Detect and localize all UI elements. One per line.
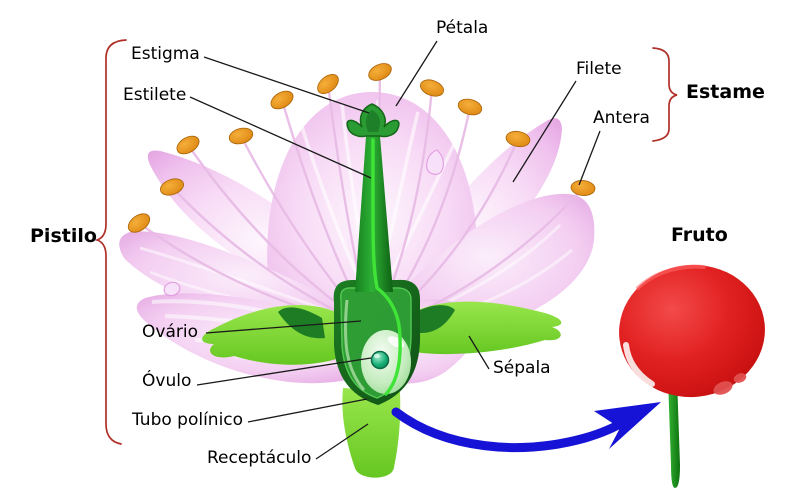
ovulo-line bbox=[196, 357, 372, 386]
sepal-back-left bbox=[278, 307, 325, 339]
anthers bbox=[127, 63, 596, 233]
fruit-top-sheen bbox=[636, 264, 706, 290]
label-antera: Antera bbox=[593, 108, 650, 128]
sepals-receptacle bbox=[202, 301, 562, 478]
fruit-spot-1 bbox=[713, 381, 733, 395]
fruit-stem bbox=[668, 378, 680, 488]
sepal-back-right bbox=[412, 305, 455, 334]
label-estilete: Estilete bbox=[123, 85, 187, 105]
dew-drop-right bbox=[426, 149, 444, 175]
label-receptaculo: Receptáculo bbox=[207, 448, 312, 468]
label-estame: Estame bbox=[686, 81, 765, 103]
estigma-line bbox=[203, 56, 370, 114]
ovule bbox=[370, 350, 390, 370]
arrow-head bbox=[594, 402, 661, 449]
label-sepala: Sépala bbox=[493, 358, 551, 378]
label-fruto: Fruto bbox=[671, 224, 728, 246]
arrow-shaft bbox=[391, 407, 630, 452]
stigma-shading bbox=[365, 110, 380, 132]
label-ovario: Ovário bbox=[142, 322, 198, 342]
label-ovulo: Óvulo bbox=[142, 371, 192, 391]
pistilo-brace bbox=[94, 39, 127, 445]
sepala-line bbox=[468, 335, 490, 370]
ovary-inner-highlight bbox=[344, 299, 366, 391]
estilete-line bbox=[189, 96, 372, 179]
leader-lines bbox=[189, 40, 601, 460]
pollen-tube bbox=[371, 138, 402, 396]
ovario-line bbox=[205, 320, 362, 334]
label-estigma: Estigma bbox=[131, 44, 200, 64]
label-pistilo: Pistilo bbox=[30, 225, 97, 247]
braces bbox=[94, 39, 678, 445]
fruit-arrow bbox=[391, 402, 661, 452]
receptaculo-line bbox=[315, 423, 369, 460]
label-filete: Filete bbox=[576, 59, 622, 79]
dew-drop-left bbox=[163, 281, 181, 297]
fruit bbox=[619, 264, 765, 488]
fruit-body bbox=[619, 264, 765, 398]
fruit-spot-2 bbox=[733, 373, 747, 383]
receptacle-stem bbox=[342, 388, 401, 478]
estame-brace bbox=[652, 47, 678, 142]
filete-line bbox=[512, 80, 577, 183]
fruit-highlight bbox=[623, 342, 655, 387]
label-petala: Pétala bbox=[436, 18, 489, 38]
label-tubo-polinico: Tubo polínico bbox=[132, 410, 244, 430]
petala-line bbox=[395, 40, 438, 107]
tubo-polinico-line bbox=[247, 398, 368, 423]
antera-line bbox=[578, 130, 601, 186]
ovule-highlight bbox=[374, 354, 380, 358]
